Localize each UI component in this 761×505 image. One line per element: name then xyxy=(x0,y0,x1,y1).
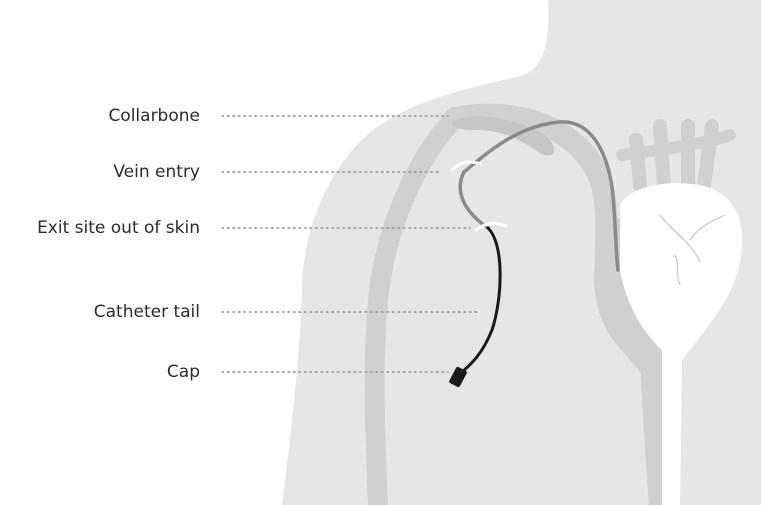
label-vein-entry: Vein entry xyxy=(113,162,200,182)
label-cap: Cap xyxy=(167,362,200,382)
descending-vein xyxy=(650,330,660,505)
label-collarbone: Collarbone xyxy=(108,106,200,126)
label-exit-site: Exit site out of skin xyxy=(37,218,200,238)
label-catheter-tail: Catheter tail xyxy=(94,302,200,322)
